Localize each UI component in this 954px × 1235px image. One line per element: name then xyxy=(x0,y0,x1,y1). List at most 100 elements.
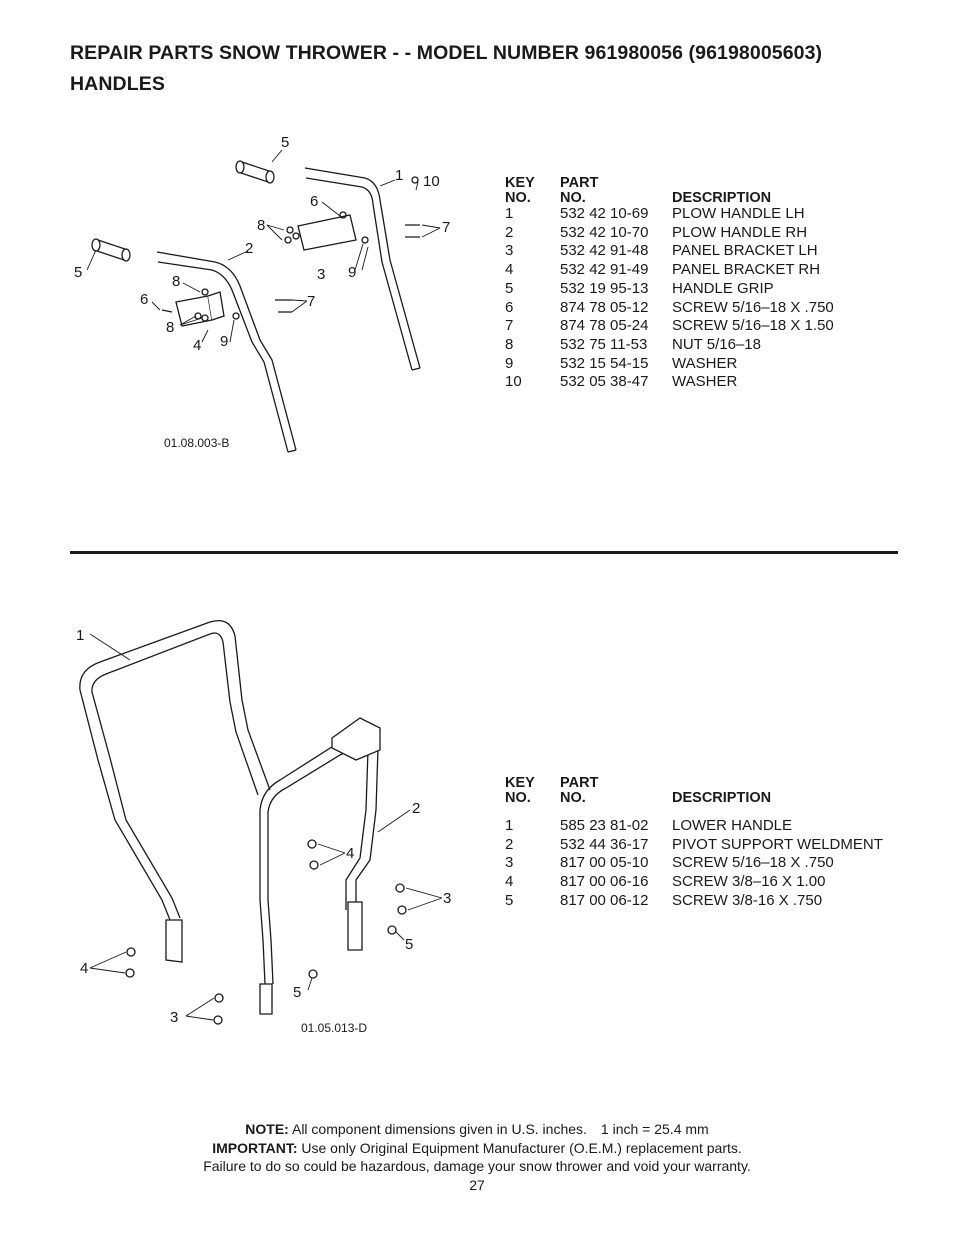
parts-table-body: 1 532 42 10-69 PLOW HANDLE LH 2 532 42 10-70… xyxy=(505,205,912,392)
callout-8: 8 xyxy=(257,217,265,234)
part-key: 4 xyxy=(505,261,514,279)
col-desc-header-2: DESCRIPTION xyxy=(672,789,772,806)
handle-grip-lower-drawing xyxy=(91,238,131,262)
important-label: IMPORTANT: xyxy=(212,1139,298,1156)
part-description: NUT 5/16–18 xyxy=(672,335,761,353)
part-description: PLOW HANDLE RH xyxy=(672,223,808,241)
leader-lines xyxy=(86,149,441,343)
parts-row: 1 532 42 10-69 PLOW HANDLE LH xyxy=(505,205,912,224)
lower-handle-diagram-svg: 1 2 4 3 5 4 5 3 01.05.013-D xyxy=(76,619,451,1035)
part-key: 10 xyxy=(505,373,522,391)
part-key: 5 xyxy=(505,279,514,297)
part-number: 532 42 10-70 xyxy=(560,223,649,241)
parts-row: 5 817 00 06-12 SCREW 3/8-16 X .750 xyxy=(505,892,912,911)
handles-exploded-diagram: 5 1 10 6 8 7 2 5 3 9 8 6 7 8 4 9 01.08.0… xyxy=(60,120,490,460)
plow-handle-rh-drawing xyxy=(156,251,297,453)
callout-6: 6 xyxy=(310,193,318,210)
title-line-section: HANDLES xyxy=(70,73,165,95)
footer-warning: Failure to do so could be hazardous, dam… xyxy=(203,1158,751,1174)
diagram1-callouts: 5 1 10 6 8 7 2 5 3 9 8 6 7 8 4 9 01.08.0… xyxy=(74,134,450,450)
callout-1: 1 xyxy=(395,167,403,184)
part-description: WASHER xyxy=(672,373,738,391)
callout-6-b: 6 xyxy=(140,291,148,308)
part-description: SCREW 3/8–16 X 1.00 xyxy=(672,873,826,891)
part-key: 1 xyxy=(505,817,514,834)
part-key: 7 xyxy=(505,317,514,335)
callout-9: 9 xyxy=(348,264,356,281)
callout-9-b: 9 xyxy=(220,333,228,350)
part-number: 532 75 11-53 xyxy=(560,335,648,353)
part-number: 532 15 54-15 xyxy=(560,354,649,372)
callout2-3-b: 3 xyxy=(170,1009,178,1026)
page-number: 27 xyxy=(469,1176,485,1193)
part-description: SCREW 3/8-16 X .750 xyxy=(672,891,823,909)
part-number: 532 19 95-13 xyxy=(560,279,649,297)
hardware-drawing-2 xyxy=(125,839,407,1025)
footer-note-line: NOTE: All component dimensions given in … xyxy=(0,1120,954,1139)
page-title: REPAIR PARTS SNOW THROWER - - MODEL NUMB… xyxy=(70,38,822,100)
parts-row: 8 532 75 11-53 NUT 5/16–18 xyxy=(505,336,912,355)
part-number: 874 78 05-12 xyxy=(560,298,649,316)
part-number: 532 05 38-47 xyxy=(560,373,649,391)
note-text: All component dimensions given in U.S. i… xyxy=(291,1121,587,1137)
parts-row: 5 532 19 95-13 HANDLE GRIP xyxy=(505,280,912,299)
unit-conversion: 1 inch = 25.4 mm xyxy=(600,1121,709,1137)
part-number: 532 42 10-69 xyxy=(560,205,649,222)
footer-important-line: IMPORTANT: Use only Original Equipment M… xyxy=(0,1139,954,1158)
lower-handle-diagram: 1 2 4 3 5 4 5 3 01.05.013-D xyxy=(60,600,480,1040)
part-description: LOWER HANDLE xyxy=(672,817,793,834)
part-key: 2 xyxy=(505,835,514,853)
callout2-5-b: 5 xyxy=(293,984,301,1001)
callout2-4-b: 4 xyxy=(80,960,88,977)
part-key: 9 xyxy=(505,354,514,372)
part-key: 5 xyxy=(505,891,514,909)
part-number: 532 42 91-49 xyxy=(560,261,649,279)
callout-4: 4 xyxy=(193,337,201,354)
callout-5-grip: 5 xyxy=(281,134,289,151)
part-description: WASHER xyxy=(672,354,738,372)
part-key: 1 xyxy=(505,205,514,222)
callout2-5: 5 xyxy=(405,936,413,953)
part-description: SCREW 5/16–18 X .750 xyxy=(672,298,834,316)
callout2-3: 3 xyxy=(443,890,451,907)
part-description: HANDLE GRIP xyxy=(672,279,774,297)
callout2-1: 1 xyxy=(76,627,84,644)
panel-bracket-rh-drawing xyxy=(175,291,225,327)
part-number: 817 00 06-12 xyxy=(560,891,649,909)
panel-bracket-lh-drawing xyxy=(297,214,357,251)
title-line-model: REPAIR PARTS SNOW THROWER - - MODEL NUMB… xyxy=(70,42,823,64)
parts-row: 10 532 05 38-47 WASHER xyxy=(505,373,912,392)
part-key: 2 xyxy=(505,223,514,241)
callout-8-c: 8 xyxy=(166,319,174,336)
important-text: Use only Original Equipment Manufacturer… xyxy=(301,1139,742,1156)
plow-handle-lh-drawing xyxy=(304,167,421,371)
part-number: 874 78 05-24 xyxy=(560,317,649,335)
note-label: NOTE: xyxy=(245,1121,289,1137)
callout-10: 10 xyxy=(423,173,440,190)
part-number: 532 44 36-17 xyxy=(560,835,649,853)
part-number: 817 00 05-10 xyxy=(560,854,649,872)
callout2-4: 4 xyxy=(346,845,354,862)
hardware-drawing xyxy=(161,176,420,322)
part-key: 8 xyxy=(505,335,514,353)
part-key: 3 xyxy=(505,854,514,872)
lower-handle-drawing xyxy=(79,619,271,963)
section-divider xyxy=(70,551,898,554)
part-description: PLOW HANDLE LH xyxy=(672,205,805,222)
callout-2: 2 xyxy=(245,240,253,257)
callout-5-grip-lower: 5 xyxy=(74,264,82,281)
figure-id-handles: 01.08.003-B xyxy=(164,436,229,450)
